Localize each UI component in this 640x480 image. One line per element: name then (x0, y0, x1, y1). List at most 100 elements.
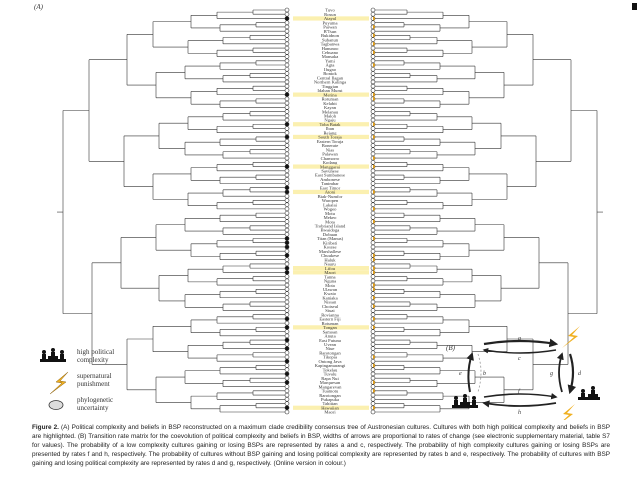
culture-name: Haluk (324, 257, 336, 262)
culture-name: Siuai (325, 308, 335, 313)
arrow-g (556, 352, 564, 393)
bsp-fill (373, 92, 375, 97)
transition-rate-diagram (466, 338, 577, 408)
culture-name: Bontok (323, 71, 337, 76)
complexity-node (284, 282, 290, 288)
complexity-node (284, 79, 290, 85)
complexity-node (284, 83, 290, 89)
bsp-node (370, 11, 376, 17)
arrow-b (477, 353, 482, 393)
culture-name: Ulawan (323, 287, 338, 292)
complexity-node (284, 409, 290, 415)
bsp-node (370, 202, 376, 207)
bsp-node (370, 244, 376, 250)
bsp-node (370, 83, 376, 89)
culture-name: Tuvo (325, 8, 335, 13)
complexity-node (284, 160, 290, 165)
complexity-node (284, 388, 290, 394)
arrow-c (482, 347, 557, 354)
culture-name: South Toraja (318, 135, 341, 140)
bsp-node (370, 113, 376, 119)
legend-phylogenetic-uncertainty: phylogenetic uncertainty (77, 396, 113, 412)
bsp-node (370, 185, 376, 191)
complexity-node (284, 316, 290, 322)
complexity-node (284, 198, 290, 203)
highlight-band (293, 122, 369, 127)
complexity-node (284, 168, 290, 174)
complexity-node (284, 75, 290, 81)
complexity-node (284, 320, 290, 326)
complexity-node (284, 401, 290, 406)
bsp-node (370, 397, 376, 402)
complexity-node (284, 261, 290, 267)
bsp-node (370, 346, 376, 351)
complexity-node (284, 176, 290, 182)
complexity-node (284, 92, 290, 97)
bsp-fill (373, 304, 375, 309)
complexity-node (284, 244, 290, 250)
culture-name: Tanimbar (321, 181, 339, 186)
culture-name: Kosrae (323, 245, 336, 250)
complexity-node (284, 143, 290, 148)
complexity-node (284, 236, 290, 241)
legend-high-complexity: high political complexity (77, 348, 114, 364)
rate-f-label: f (518, 388, 521, 395)
bsp-node (370, 231, 376, 237)
bsp-node (370, 240, 376, 246)
culture-name: Yami (325, 58, 335, 63)
bsp-fill (373, 122, 375, 127)
culture-name: Tikopia (323, 355, 337, 360)
complexity-node (284, 121, 290, 127)
high-complexity-icon (578, 386, 600, 400)
culture-name: Bwaidoga (321, 228, 340, 233)
culture-name: Hanunoo (322, 46, 340, 51)
bsp-fill (373, 50, 375, 55)
culture-name: Ambonese (320, 177, 340, 182)
bsp-fill (373, 134, 375, 139)
culture-name: Rejang (323, 130, 337, 135)
complexity-node (284, 113, 290, 119)
bsp-node (370, 358, 376, 364)
bsp-fill (373, 236, 375, 241)
culture-name: Anuta (324, 334, 335, 339)
complexity-node (284, 7, 290, 13)
complexity-node (284, 105, 290, 110)
culture-name: Bonerate (322, 143, 339, 148)
culture-name: Pukapuka (321, 397, 339, 402)
bsp-node (370, 45, 376, 51)
bsp-fill (373, 380, 375, 385)
rate-labels: a c f h e b g d (459, 336, 582, 416)
complexity-node (284, 405, 290, 411)
culture-name: Northern Kalinga (314, 80, 346, 85)
tree-lines (57, 9, 603, 413)
bsp-fill (373, 16, 375, 21)
bsp-fill (373, 257, 375, 262)
complexity-node (284, 130, 290, 136)
bsp-node (370, 66, 376, 72)
arrow-h (482, 400, 557, 408)
caption-label: Figure 2. (32, 424, 59, 431)
culture-name: Motu (325, 211, 336, 216)
culture-name: Samoan (323, 329, 339, 334)
complexity-node (284, 231, 290, 237)
bsp-node (370, 79, 376, 85)
bsp-fill (373, 189, 375, 194)
complexity-node (284, 397, 290, 402)
culture-name: Melanau (322, 109, 339, 114)
culture-name: Hawaiian (321, 405, 339, 410)
highlight-band (293, 405, 369, 410)
culture-name: Cebuano (322, 50, 339, 55)
uncertainty-circle-icon (48, 400, 64, 410)
bsp-node (370, 58, 376, 64)
complexity-node (284, 223, 290, 229)
complexity-node (284, 219, 290, 224)
bsp-node (370, 312, 376, 317)
culture-name: Dobuan (323, 232, 338, 237)
complexity-node (284, 333, 290, 339)
rate-d-label: d (578, 371, 582, 377)
legend-text-line: supernatural (77, 372, 112, 380)
culture-name: Subanun (322, 37, 339, 42)
culture-name: Kaniaka (322, 295, 337, 300)
bsp-node (370, 198, 376, 203)
bsp-fill (373, 156, 375, 161)
